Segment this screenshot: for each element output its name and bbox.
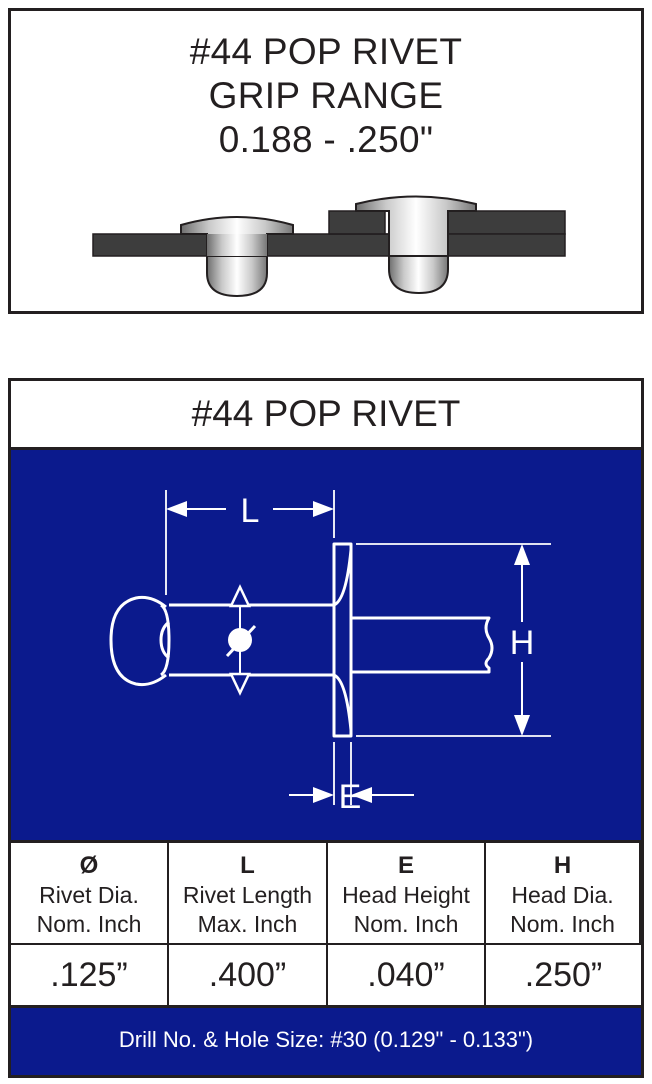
grip-range-illustration — [92, 195, 566, 298]
column-unit: Nom. Inch — [353, 911, 459, 937]
grip-range-value: 0.188 - .250" — [218, 119, 434, 160]
e-arrow-right — [351, 787, 372, 803]
head-height-symbol-label: E — [397, 852, 414, 879]
column-unit: Nom. Inch — [36, 911, 142, 937]
label-l: L — [241, 492, 260, 530]
l-arrow-right — [313, 501, 334, 517]
diameter-symbol-label: Ø — [79, 852, 99, 879]
grip-panel-subtitle: GRIP RANGE — [208, 75, 444, 116]
body-left-edge — [160, 603, 171, 677]
flange-curve — [333, 548, 353, 732]
mandrel-ball — [109, 595, 167, 687]
h-arrow-top — [514, 544, 530, 565]
column-unit: Nom. Inch — [510, 911, 615, 937]
label-h: H — [510, 624, 535, 662]
column-header-length: L Rivet Length Max. Inch — [169, 840, 328, 945]
rivet-spec-table: Ø Rivet Dia. Nom. Inch L Rivet Length Ma… — [11, 840, 641, 1008]
dia-arrow-bottom — [229, 672, 251, 696]
head-diameter-symbol-label: H — [553, 852, 572, 879]
diameter-symbol — [225, 624, 257, 658]
mandrel-stem — [351, 616, 494, 674]
length-symbol-label: L — [240, 852, 255, 879]
min-grip-rivet — [92, 216, 390, 298]
column-unit: Max. Inch — [197, 911, 298, 937]
body-groove — [159, 620, 170, 660]
value-rivet-diameter: .125” — [11, 945, 169, 1008]
label-e: E — [339, 778, 362, 816]
column-label: Head Height — [342, 882, 470, 908]
column-header-head-height: E Head Height Nom. Inch — [328, 840, 486, 945]
rivet-dimension-drawing: L H E — [109, 490, 551, 816]
dia-arrow-top — [229, 584, 251, 608]
column-header-diameter: Ø Rivet Dia. Nom. Inch — [11, 840, 169, 945]
plate-upper-right — [447, 210, 566, 235]
column-label: Head Dia. — [511, 882, 614, 908]
grip-range-panel: #44 POP RIVET GRIP RANGE 0.188 - .250" — [8, 8, 644, 314]
plate-lower-right — [447, 233, 566, 257]
e-arrow-left — [313, 787, 334, 803]
plate-upper-left — [328, 210, 386, 235]
value-rivet-length: .400” — [169, 945, 328, 1008]
plate-left — [92, 233, 211, 257]
max-grip-rivet — [328, 195, 566, 295]
h-arrow-bottom — [514, 715, 530, 736]
column-header-head-diameter: H Head Dia. Nom. Inch — [486, 840, 641, 945]
value-head-height: .040” — [328, 945, 486, 1008]
flange-head — [332, 542, 353, 738]
rivet-dimension-diagram: L H E — [11, 447, 641, 840]
grip-panel-title: #44 POP RIVET — [189, 31, 463, 72]
column-label: Rivet Dia. — [39, 882, 139, 908]
plate-right — [266, 233, 390, 257]
rivet-spec-card: #44 POP RIVET — [8, 378, 644, 1078]
l-arrow-left — [166, 501, 187, 517]
column-label: Rivet Length — [182, 882, 313, 908]
value-head-diameter: .250” — [486, 945, 641, 1008]
drill-size-note: Drill No. & Hole Size: #30 (0.129" - 0.1… — [11, 1008, 641, 1075]
spec-card-title: #44 POP RIVET — [191, 393, 461, 434]
